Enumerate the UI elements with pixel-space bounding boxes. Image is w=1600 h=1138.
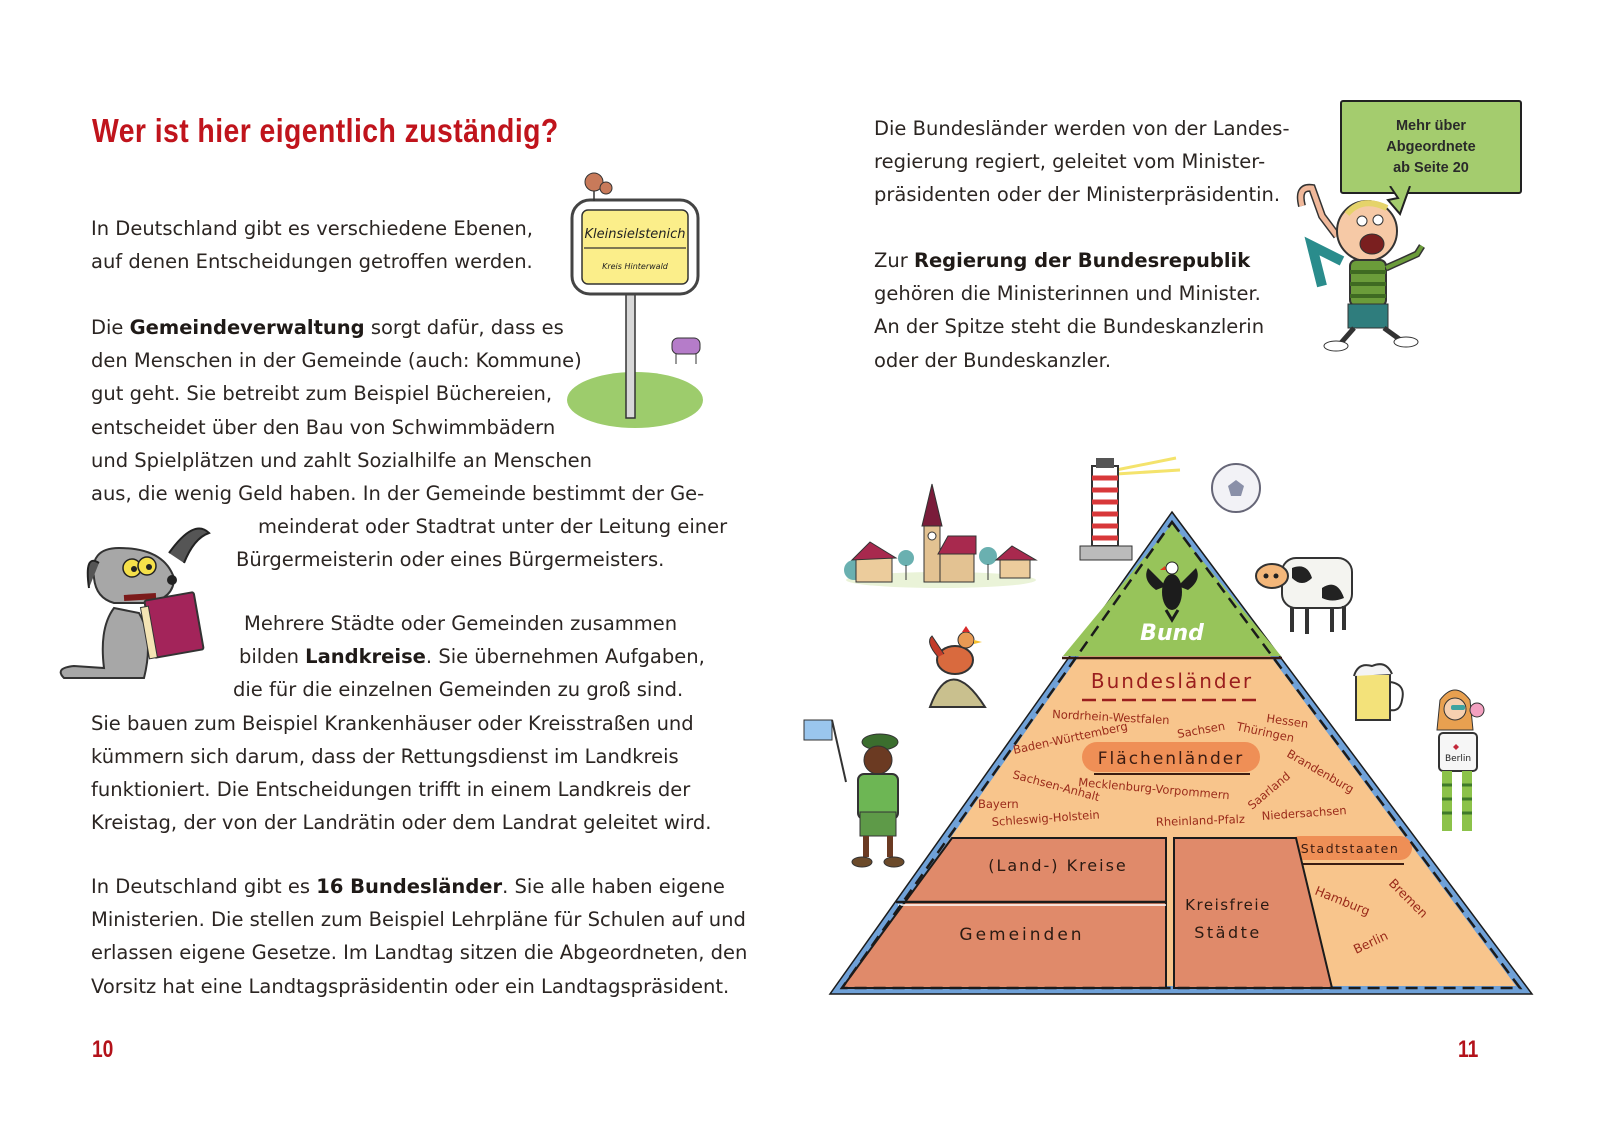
- landesregierung-paragraph: Die Bundesländer werden von der Landes- …: [874, 117, 1290, 207]
- kreise-label: (Land-) Kreise: [988, 856, 1128, 875]
- town-sign-illustration: Kleinsielstenich Kreis Hinterwald: [567, 172, 703, 428]
- gemeinde-paragraph: Die Gemeindeverwaltung sorgt dafür, dass…: [91, 316, 728, 572]
- svg-text:Nordrhein-Westfalen: Nordrhein-Westfalen: [1052, 707, 1170, 727]
- dog-with-book-illustration: [59, 527, 211, 679]
- scarf: [1304, 236, 1345, 288]
- tier-bund-label: Bund: [1140, 621, 1204, 646]
- flaechenlaender-label: Flächenländer: [1098, 749, 1244, 769]
- page-number-left: 10: [92, 1036, 114, 1063]
- intro-paragraph: In Deutschland gibt es verschiedene Eben…: [91, 217, 533, 274]
- government-levels-pyramid: Bund Bundesländer Nordrhein-Westfalen He…: [828, 510, 1534, 995]
- page-title: Wer ist hier eigentlich zuständig?: [92, 112, 559, 149]
- village-church-illustration: [844, 483, 1038, 588]
- berlin-girl-illustration: Berlin: [1436, 689, 1485, 831]
- kreisfreie-label-2: Städte: [1194, 923, 1262, 942]
- beer-mug-icon: [1353, 663, 1404, 721]
- landkreise-paragraph: Mehrere Städte oder Gemeinden zusammen b…: [91, 612, 712, 835]
- federal-eagle-icon: [1146, 561, 1198, 623]
- dog-ear: [168, 527, 211, 564]
- page-number-right: 11: [1458, 1036, 1479, 1063]
- flaechenlaender-pill: [1082, 742, 1260, 772]
- sign-post: [625, 277, 636, 419]
- bavarian-flag-icon: [803, 719, 833, 741]
- rooster-illustration: [928, 626, 987, 708]
- tier-laender-title: Bundesländer: [1091, 669, 1253, 693]
- speech-bubble-cross-reference: Mehr über Abgeordnete ab Seite 20: [1340, 100, 1522, 194]
- bavarian-man-illustration: [803, 719, 905, 868]
- sign-district: Kreis Hinterwald: [602, 262, 669, 271]
- sign-town-name: Kleinsielstenich: [584, 227, 685, 242]
- svg-text:Hessen: Hessen: [1266, 711, 1310, 731]
- gemeinden-label: Gemeinden: [959, 925, 1084, 945]
- stadtstaaten-pill: [1288, 836, 1412, 860]
- svg-text:Rheinland-Pfalz: Rheinland-Pfalz: [1156, 812, 1246, 829]
- clock-icon: [927, 531, 937, 541]
- bundesregierung-paragraph: Zur Regierung der Bundesrepublik gehören…: [874, 249, 1265, 372]
- shirt-text: Berlin: [1445, 754, 1471, 764]
- svg-text:Bayern: Bayern: [978, 797, 1019, 811]
- svg-text:Niedersachsen: Niedersachsen: [1261, 803, 1347, 823]
- purple-cow-icon: [671, 337, 701, 355]
- kreisfreie-label-1: Kreisfreie: [1185, 896, 1271, 914]
- speech-bubble-tail: [1386, 186, 1411, 216]
- stadtstaaten-label: Stadtstaaten: [1301, 841, 1400, 856]
- sign-board: [581, 209, 689, 285]
- bundeslaender-paragraph: In Deutschland gibt es 16 Bundesländer. …: [91, 875, 748, 998]
- boy-pointing-illustration: [1296, 183, 1425, 352]
- lighthouse-and-ball-illustration: [1079, 456, 1261, 561]
- cow-illustration: [1255, 557, 1353, 634]
